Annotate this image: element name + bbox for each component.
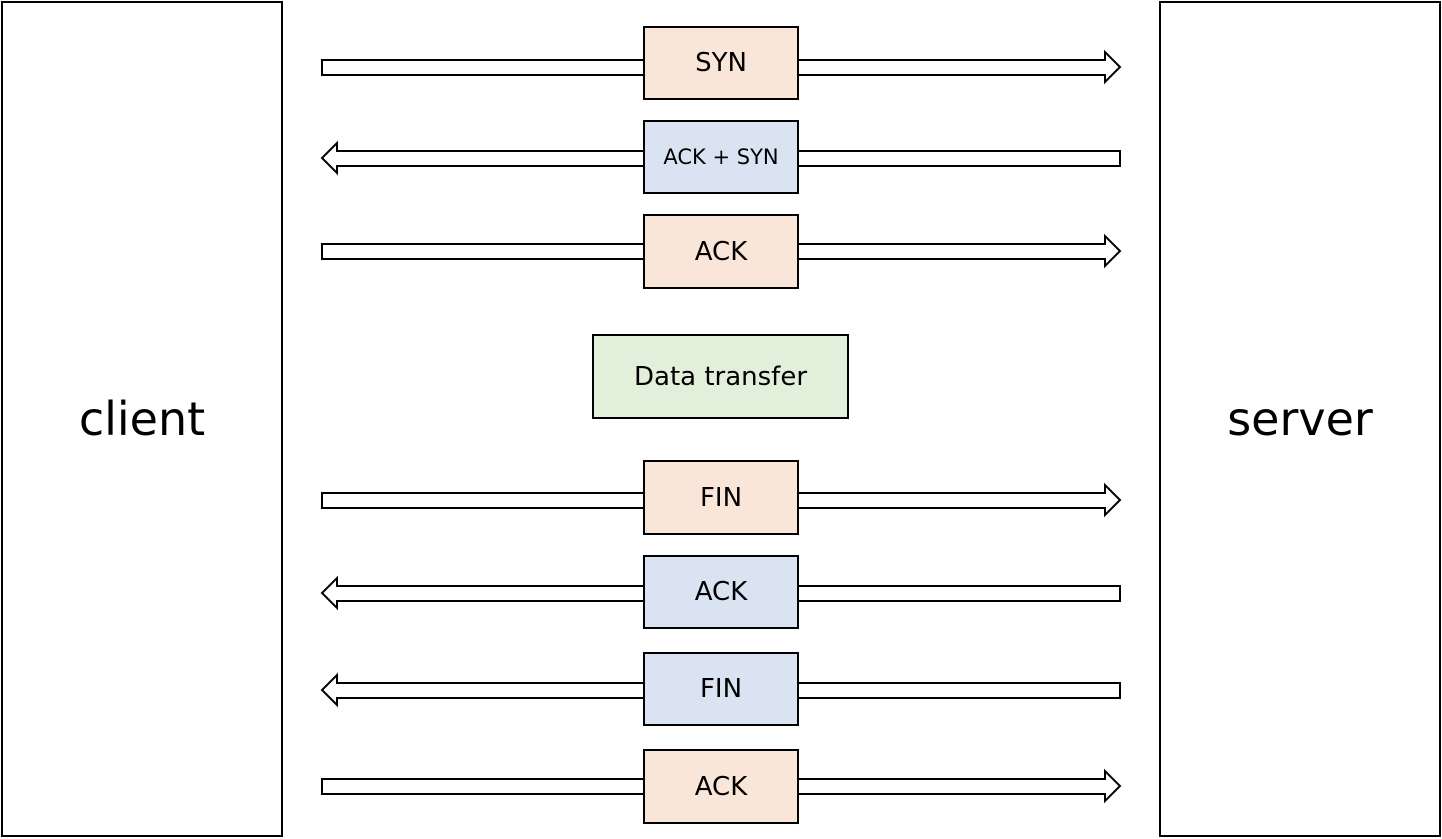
msg-fin-1-label: FIN [699, 482, 743, 513]
msg-ack-syn: ACK + SYN [643, 120, 799, 194]
msg-syn-label: SYN [695, 48, 747, 78]
server-label: server [1227, 392, 1373, 446]
msg-fin-1: FIN [643, 460, 799, 535]
msg-fin-2-label: FIN [699, 674, 743, 704]
msg-syn: SYN [643, 26, 799, 100]
msg-ack-3-label: ACK [694, 771, 748, 802]
msg-ack-2-label: ACK [694, 577, 748, 607]
msg-data-transfer: Data transfer [592, 334, 849, 419]
msg-fin-2: FIN [643, 652, 799, 726]
msg-ack-1-label: ACK [694, 236, 748, 267]
client-node: client [1, 1, 283, 837]
server-node: server [1159, 1, 1441, 837]
client-label: client [78, 392, 206, 446]
msg-ack-2: ACK [643, 555, 799, 629]
msg-ack-3: ACK [643, 749, 799, 824]
msg-ack-syn-label: ACK + SYN [663, 145, 779, 169]
msg-data-transfer-label: Data transfer [633, 361, 808, 392]
msg-ack-1: ACK [643, 214, 799, 289]
